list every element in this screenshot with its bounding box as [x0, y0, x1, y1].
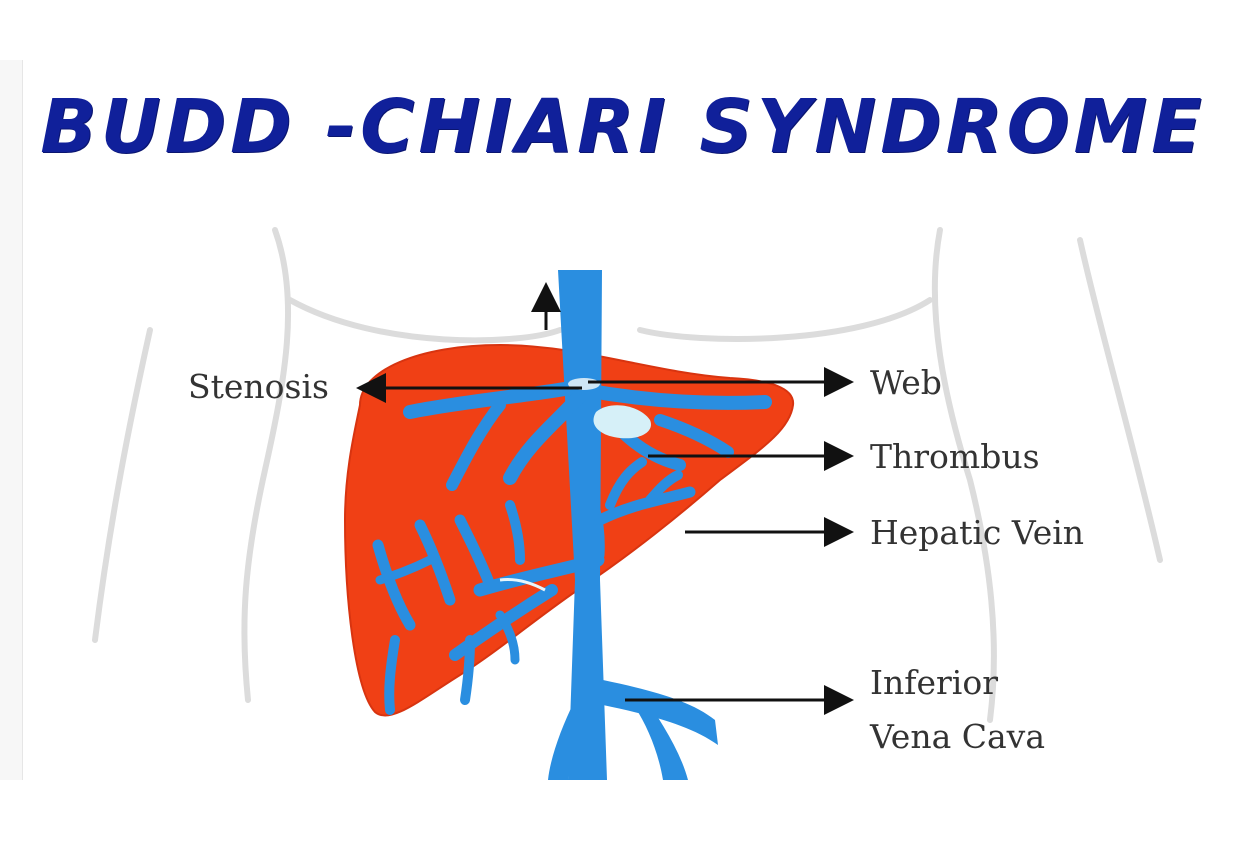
leader-arrows	[356, 367, 854, 715]
label-hepatic-vein: Hepatic Vein	[870, 513, 1085, 552]
thrombus-lesion	[593, 405, 651, 439]
label-ivc-line2: Vena Cava	[870, 717, 1045, 756]
label-stenosis: Stenosis	[188, 367, 329, 406]
diagram-title: BUDD -CHIARI SYNDROME	[40, 84, 1206, 170]
flow-arrow-small	[499, 578, 546, 592]
torso-outline	[92, 227, 1163, 723]
label-thrombus: Thrombus	[870, 437, 1040, 476]
label-web: Web	[870, 363, 942, 402]
label-ivc-line1: Inferior	[870, 663, 999, 702]
left-edge-strip	[0, 60, 23, 780]
